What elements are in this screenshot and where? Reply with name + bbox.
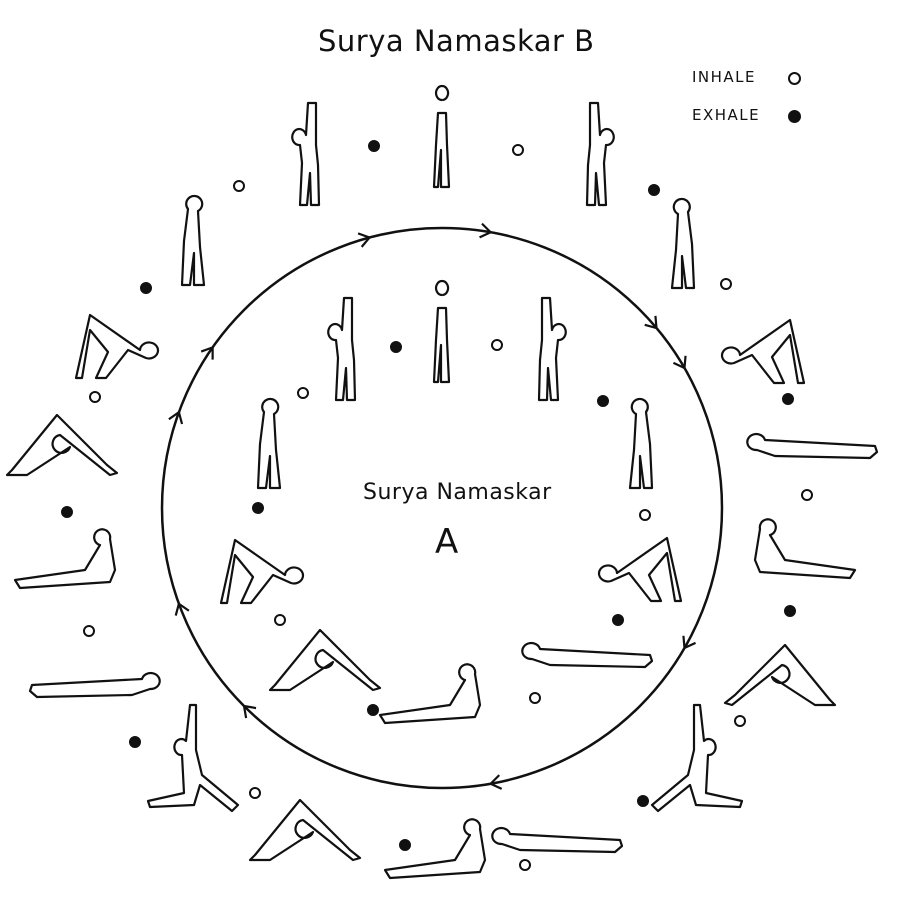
cycle-arrow-icon [242,704,257,719]
inhale-dot-icon [274,614,286,626]
pose-halfup-figure [597,536,683,603]
pose-downdog-figure [268,628,382,692]
pose-updog-figure [13,528,117,590]
cycle-arrow-icon [644,315,658,330]
pose-armsup-figure [537,296,567,402]
inhale-dot-icon [491,339,503,351]
pose-fold-figure [180,194,206,287]
legend-inhale: INHALE [692,66,822,104]
title-letter-a: A [435,522,460,562]
pose-plank-figure [746,432,879,460]
exhale-dot-icon [252,502,264,514]
inhale-dot-icon [297,387,309,399]
cycle-arrow-icon [174,601,190,616]
pose-plank-figure [521,641,654,669]
pose-fold-figure [628,397,654,490]
inhale-dot-icon [512,144,524,156]
sequence-a-cycle [160,222,724,790]
legend-inhale-label: INHALE [692,68,757,86]
pose-downdog-figure [248,798,362,862]
pose-standing-figure [432,84,451,189]
exhale-dot-icon [368,140,380,152]
pose-updog-figure [753,518,857,580]
pose-halfup-figure [74,313,160,380]
cycle-arrow-icon [488,774,503,790]
exhale-dot-icon [367,704,379,716]
pose-armsup-figure [585,101,615,207]
pose-standing-figure [432,279,451,384]
inhale-dot-icon [639,509,651,521]
inhale-dot-icon [89,391,101,403]
inhale-dot-icon [519,859,531,871]
exhale-dot-icon [399,839,411,851]
legend-exhale-label: EXHALE [692,106,761,124]
pose-plank-figure [28,671,161,699]
exhale-dot-icon [597,395,609,407]
title-surya-namaskar-a: Surya Namaskar [363,480,552,505]
legend-exhale: EXHALE [692,104,822,142]
filled-circle-icon [788,110,801,123]
exhale-dot-icon [782,393,794,405]
pose-updog-figure [378,663,482,725]
inhale-dot-icon [233,180,245,192]
exhale-dot-icon [129,736,141,748]
exhale-dot-icon [61,506,73,518]
pose-updog-figure [383,818,487,880]
inhale-dot-icon [720,278,732,290]
pose-warrior-figure [650,703,744,813]
cycle-circle [160,226,724,790]
pose-plank-figure [491,826,624,854]
exhale-dot-icon [648,184,660,196]
pose-halfup-figure [720,318,806,385]
pose-armsup-figure [291,101,321,207]
breath-legend: INHALE EXHALE [692,66,822,142]
pose-downdog-figure [723,643,837,707]
title-surya-namaskar-b: Surya Namaskar B [318,24,595,58]
pose-warrior-figure [146,703,240,813]
pose-armsup-figure [327,296,357,402]
pose-fold-figure [256,397,282,490]
exhale-dot-icon [390,341,402,353]
exhale-dot-icon [140,282,152,294]
pose-halfup-figure [219,538,305,605]
exhale-dot-icon [784,605,796,617]
exhale-dot-icon [612,614,624,626]
cycle-arrow-icon [672,355,687,370]
inhale-dot-icon [529,692,541,704]
cycle-arrow-icon [200,345,214,360]
open-circle-icon [788,72,801,85]
pose-figures [5,84,879,880]
pose-downdog-figure [5,413,119,477]
cycle-arrow-icon [168,410,184,425]
breath-markers [61,140,813,871]
inhale-dot-icon [249,787,261,799]
pose-fold-figure [670,197,696,290]
cycle-arrow-icon [357,232,372,248]
inhale-dot-icon [734,715,746,727]
exhale-dot-icon [637,795,649,807]
cycle-arrow-icon [479,222,493,239]
cycle-arrow-icon [682,635,697,650]
inhale-dot-icon [83,625,95,637]
inhale-dot-icon [801,489,813,501]
